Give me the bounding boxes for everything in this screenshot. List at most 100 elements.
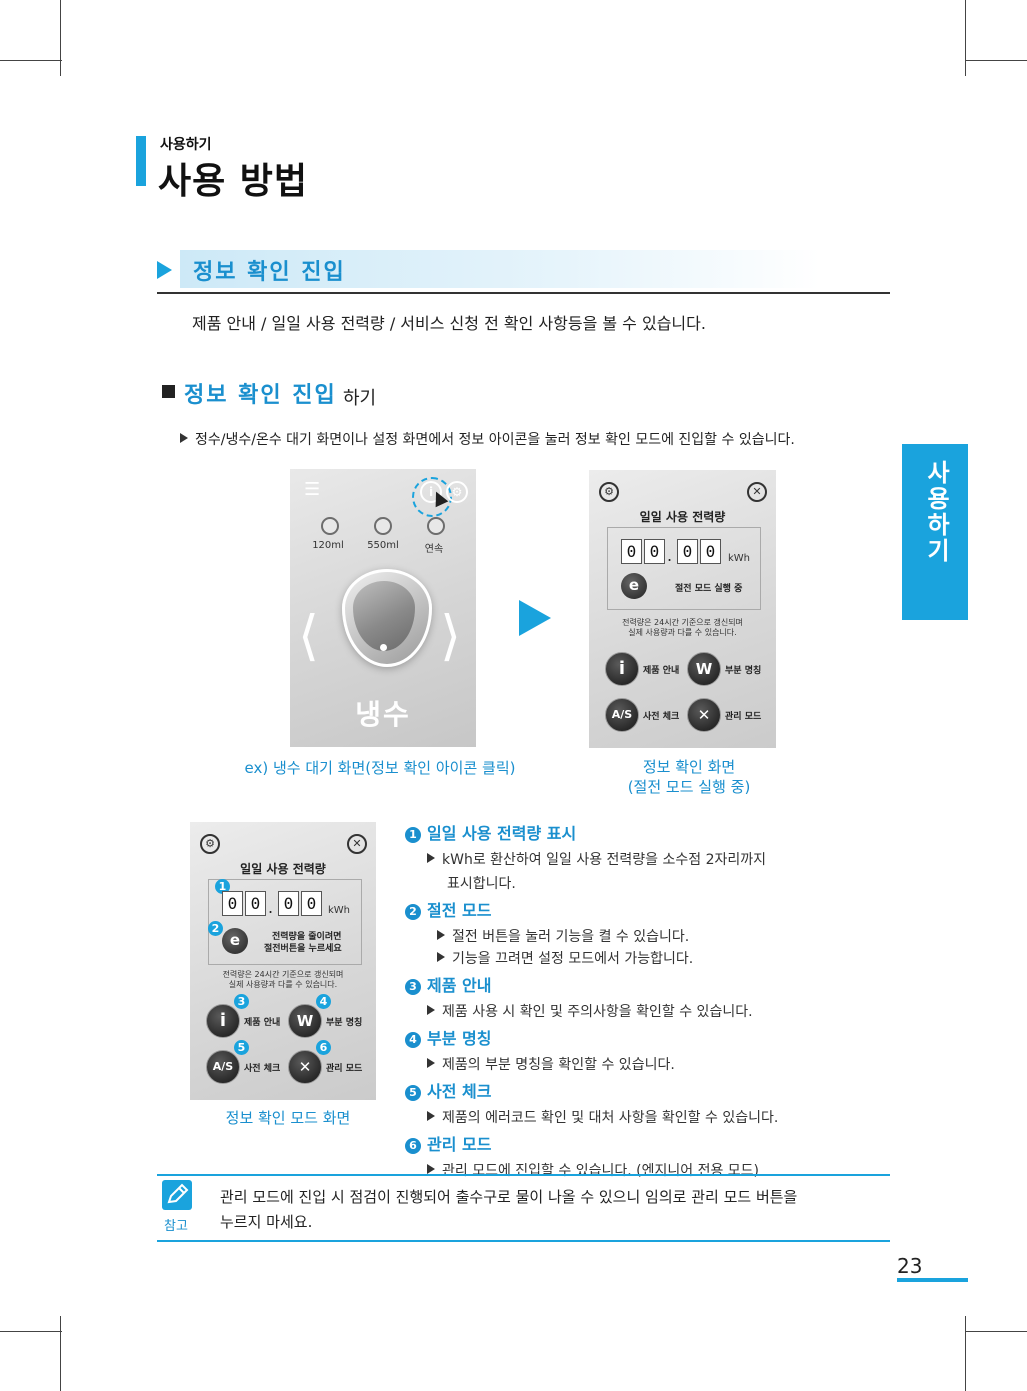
parts-name-label: 부분 명칭 [326, 1018, 363, 1028]
chevron-right-icon[interactable]: ⟩ [440, 604, 462, 667]
product-info-label: 제품 안내 [643, 666, 680, 676]
chevron-left-icon[interactable]: ⟨ [298, 604, 320, 667]
item-title: 3 제품 안내 [405, 972, 875, 996]
item-title-text: 부분 명칭 [427, 1029, 492, 1048]
list-item: 3 제품 안내 제품 사용 시 확인 및 주의사항을 확인할 수 있습니다. [405, 972, 875, 1021]
water-drop-icon [353, 581, 415, 651]
product-info-button[interactable]: i [206, 1004, 240, 1038]
volume-label[interactable]: 550ml [367, 540, 399, 551]
pencil-note-icon [162, 1180, 192, 1210]
close-icon[interactable]: ✕ [347, 834, 367, 854]
volume-indicator [427, 517, 445, 535]
callout-badge: 1 [215, 879, 230, 894]
power-note: 실제 사용량과 다를 수 있습니다. [228, 980, 338, 989]
product-info-button[interactable]: i [605, 652, 639, 686]
note-top-rule [157, 1174, 890, 1176]
item-number: 3 [405, 979, 421, 995]
item-number: 4 [405, 1032, 421, 1048]
power-digit: 0 [644, 539, 665, 564]
item-desc-text: 관리 모드에 진입할 수 있습니다. (엔지니어 전용 모드) [442, 1163, 760, 1179]
crop-mark [0, 60, 62, 61]
page-title: 사용 방법 [158, 161, 309, 202]
section-band [180, 250, 820, 288]
item-desc: 관리 모드에 진입할 수 있습니다. (엔지니어 전용 모드) [405, 1160, 875, 1180]
page-number: 23 [897, 1254, 923, 1278]
triangle-bullet-icon [427, 1111, 435, 1121]
triangle-bullet-icon [427, 853, 435, 863]
standby-screen: ☰ i ⚙ 120ml 550ml 연속 ⟨ ⟩ 냉수 [290, 469, 476, 747]
info-screen-caption-line2: (절전 모드 실행 중) [627, 778, 751, 796]
subsection-title: 정보 확인 진입 [184, 383, 337, 408]
triangle-bullet-icon [437, 930, 445, 940]
page-number-underline [897, 1278, 968, 1282]
crop-mark [965, 1316, 966, 1391]
power-save-button[interactable]: e [222, 928, 248, 954]
parts-name-button[interactable]: W [288, 1004, 322, 1038]
info-screen-caption-line1: 정보 확인 화면 [642, 758, 736, 776]
gear-icon[interactable]: ⚙ [446, 481, 468, 503]
info-panel-power-save: ⚙ ✕ 일일 사용 전력량 0 0 . 0 0 kWh e 절전 모드 실행 중… [589, 470, 776, 748]
callout-badge: 2 [208, 921, 223, 936]
triangle-bullet-icon [427, 1164, 435, 1174]
note-label: 참고 [164, 1219, 188, 1234]
mode-screen-caption: 정보 확인 모드 화면 [225, 1109, 351, 1127]
volume-label[interactable]: 120ml [312, 540, 344, 551]
side-tab-label: 사용하기 [922, 460, 950, 564]
item-title-text: 제품 안내 [427, 976, 492, 995]
callout-badge: 3 [234, 994, 249, 1009]
note-line: 누르지 마세요. [220, 1213, 313, 1231]
item-number: 6 [405, 1138, 421, 1154]
decimal-point: . [667, 546, 673, 565]
item-desc: kWh로 환산하여 일일 사용 전력량을 소수점 2자리까지 [405, 849, 875, 869]
volume-label[interactable]: 연속 [424, 544, 444, 555]
gear-icon[interactable]: ⚙ [599, 482, 619, 502]
power-save-hint: 전력량을 줄이려면 [272, 932, 342, 942]
section-description: 제품 안내 / 일일 사용 전력량 / 서비스 신청 전 확인 사항등을 볼 수… [192, 314, 706, 333]
item-title: 4 부분 명칭 [405, 1025, 875, 1049]
item-desc-text: 절전 버튼을 눌러 기능을 켤 수 있습니다. [452, 929, 690, 945]
crop-mark [60, 0, 61, 76]
crop-mark [965, 0, 966, 76]
precheck-button[interactable]: A/S [605, 698, 639, 732]
info-icon[interactable]: i [420, 481, 442, 503]
panel-title: 일일 사용 전력량 [639, 510, 726, 524]
power-digit: 0 [278, 891, 299, 916]
drop-indicator-dot [380, 644, 387, 651]
precheck-label: 사전 체크 [244, 1064, 281, 1074]
crop-mark [60, 1316, 61, 1391]
section-arrow-icon [157, 261, 172, 279]
parts-name-button[interactable]: W [687, 652, 721, 686]
power-digit: 0 [621, 539, 642, 564]
power-note: 실제 사용량과 다를 수 있습니다. [628, 628, 737, 637]
power-save-status: 절전 모드 실행 중 [675, 584, 743, 594]
close-icon[interactable]: ✕ [747, 482, 767, 502]
precheck-button[interactable]: A/S [206, 1050, 240, 1084]
header-accent-bar [136, 136, 146, 186]
gear-icon[interactable]: ⚙ [200, 834, 220, 854]
power-note: 전력량은 24시간 기준으로 갱신되며 [222, 970, 344, 979]
item-desc: 절전 버튼을 눌러 기능을 켤 수 있습니다. [405, 926, 875, 946]
chapter-side-tab[interactable]: 사용하기 [902, 444, 968, 620]
item-desc: 제품 사용 시 확인 및 주의사항을 확인할 수 있습니다. [405, 1001, 875, 1021]
manage-mode-button[interactable]: ✕ [288, 1050, 322, 1084]
power-save-button[interactable]: e [621, 573, 647, 599]
manage-mode-button[interactable]: ✕ [687, 698, 721, 732]
power-note: 전력량은 24시간 기준으로 갱신되며 [622, 618, 743, 627]
power-digit: 0 [677, 539, 698, 564]
item-number: 1 [405, 827, 421, 843]
power-box [208, 879, 362, 965]
manage-mode-label: 관리 모드 [725, 712, 762, 722]
item-desc-text: 기능을 끄려면 설정 모드에서 가능합니다. [452, 951, 694, 967]
crop-mark [0, 1331, 62, 1332]
section-divider [157, 292, 890, 294]
subsection-suffix: 하기 [343, 388, 377, 409]
power-unit: kWh [728, 553, 751, 564]
